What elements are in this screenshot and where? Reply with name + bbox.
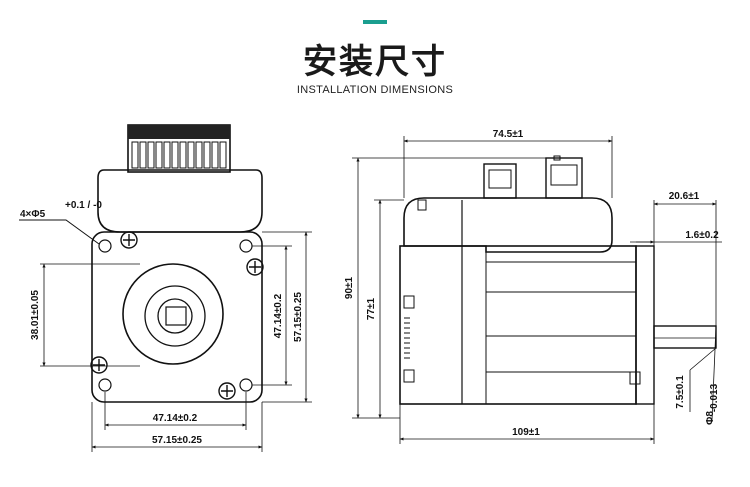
pilot-boss [122,263,224,365]
front-view: 4×Φ5 +0.1 / -0 38.01±0.05 47.14±0.2 57.1… [19,124,312,452]
terminal-pin [187,141,195,169]
dim-boss-length: 1.6±0.2 [685,230,719,241]
terminal-pin [179,141,187,169]
dim-shaft-dia-tolerance: -0.013 [709,383,720,412]
terminal-pin [147,141,155,169]
side-shaft [653,325,717,349]
terminal-pin [219,141,227,169]
terminal-pin [195,141,203,169]
dim-shaft-dia: Φ8 [705,411,716,425]
hole-callout-label: 4×Φ5 [20,209,46,220]
terminal-pin [155,141,163,169]
bearing-ring [144,285,206,347]
terminal-pin [163,141,171,169]
page-title: 安装尺寸 [303,42,447,82]
dim-flange-horizontal: 57.15±0.25 [152,435,202,446]
side-connectors [483,155,583,199]
dim-shaft-length: 20.6±1 [669,191,700,202]
dim-hole-pitch-vertical: 47.14±0.2 [273,293,284,338]
shaft-circle [157,298,193,334]
side-flange [635,245,655,405]
shaft-flat [165,306,187,326]
dim-height-total: 90±1 [344,276,355,299]
terminal-pin [171,141,179,169]
dim-total-length: 109±1 [512,427,540,438]
title-accent-bar [363,20,387,24]
driver-housing [97,169,263,233]
side-motor-body [399,245,637,405]
screw-heads [90,231,264,400]
side-driver-cover [403,197,613,253]
page-subtitle: INSTALLATION DIMENSIONS [296,84,454,96]
side-view: 74.5±1 20.6±1 1.6±0.2 90±1 77±1 7.5±0.1 … [344,129,722,444]
terminal-pin [139,141,147,169]
dim-top-length: 74.5±1 [493,129,524,140]
terminal-pin [131,141,139,169]
hole-tolerance-label: +0.1 / -0 [65,200,102,211]
dim-hole-pitch-horizontal: 47.14±0.2 [153,413,198,424]
terminal-block [127,124,231,173]
mounting-holes [98,239,253,392]
dim-flange-vertical: 57.15±0.25 [293,292,304,342]
terminal-pin [211,141,219,169]
terminal-pin [203,141,211,169]
dim-shaft-flat: 7.5±0.1 [675,375,686,409]
motor-flange [91,231,263,403]
dim-height-body: 77±1 [366,297,377,320]
dim-bore: 38.01±0.05 [30,290,41,340]
